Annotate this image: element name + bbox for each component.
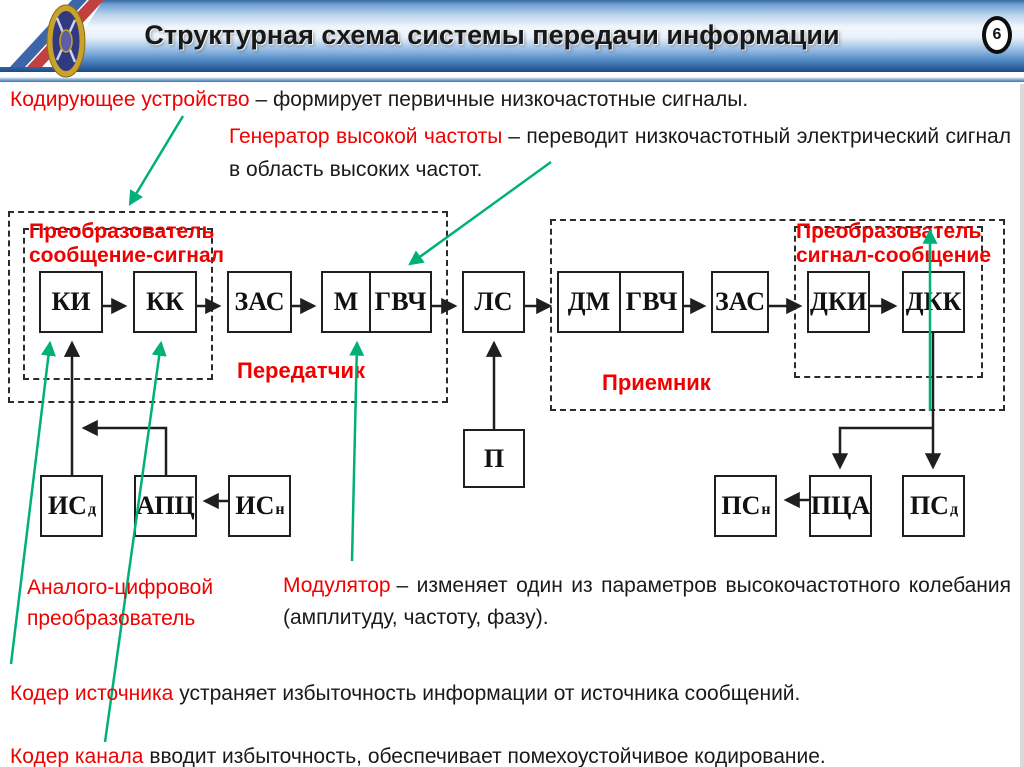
coding-device-term: Кодирующее устройство: [10, 88, 250, 111]
arrow-apc-join: [81, 419, 168, 475]
box-zas-tx: ЗАС: [227, 271, 292, 333]
source-coder-definition: устраняет избыточность информации от ист…: [179, 682, 801, 705]
channel-coder-definition: вводит избыточность, обеспечивает помехо…: [149, 745, 826, 767]
arrow-dkk-pca: [831, 426, 933, 470]
box-dkk: ДКК: [902, 271, 965, 333]
modulator-definition: – изменяет один из параметров высокочаст…: [283, 574, 1011, 629]
page-number: 6: [992, 26, 1002, 43]
box-kk: КК: [133, 271, 197, 333]
box-m: М: [333, 287, 359, 316]
box-m-gvch: М ГВЧ: [321, 271, 432, 333]
military-emblem-icon: [46, 4, 86, 78]
source-coder-term: Кодер источника: [10, 682, 174, 705]
box-dm: ДМ: [567, 287, 611, 316]
box-ls: ЛС: [462, 271, 525, 333]
receiver-region: [550, 219, 1005, 411]
annotation-hf-generator: Генератор высокой частоты– переводит низ…: [229, 120, 1011, 186]
slide-right-edge: [1020, 84, 1024, 767]
receiver-label: Приемник: [602, 370, 711, 395]
russian-flag-ribbon: [0, 0, 104, 78]
annotation-coding-device: Кодирующее устройство– формирует первичн…: [10, 84, 748, 116]
annotation-modulator: Модулятор– изменяет один из параметров в…: [283, 570, 1011, 634]
box-ki: КИ: [39, 271, 103, 333]
message-to-signal-label: Преобразователь сообщение-сигнал: [29, 220, 225, 267]
signal-to-message-label: Преобразователь сигнал-сообщение: [796, 220, 992, 267]
box-apc: АПЦ: [134, 475, 197, 537]
box-gvch-rx: ГВЧ: [619, 273, 682, 331]
header-underline: [0, 77, 1024, 82]
channel-coder-term: Кодер канала: [10, 745, 144, 767]
page-title: Структурная схема системы передачи инфор…: [144, 20, 840, 50]
box-zas-rx: ЗАС: [711, 271, 769, 333]
box-pca: ПЦА: [809, 475, 872, 537]
box-p: П: [463, 429, 525, 488]
coding-device-definition: – формирует первичные низкочастотные сиг…: [255, 88, 749, 111]
page-number-badge: 6: [982, 16, 1012, 54]
modulator-term: Модулятор: [283, 574, 391, 597]
pointer-coding-device: [128, 115, 185, 206]
transmitter-label: Передатчик: [237, 358, 366, 383]
box-dm-gvch: ДМ ГВЧ: [557, 271, 684, 333]
box-dki: ДКИ: [807, 271, 870, 333]
box-gvch-tx: ГВЧ: [369, 273, 430, 331]
hf-generator-term: Генератор высокой частоты: [229, 125, 503, 148]
header-bar: [0, 0, 1024, 72]
annotation-adc: Аналого-цифровой преобразователь: [27, 576, 214, 630]
